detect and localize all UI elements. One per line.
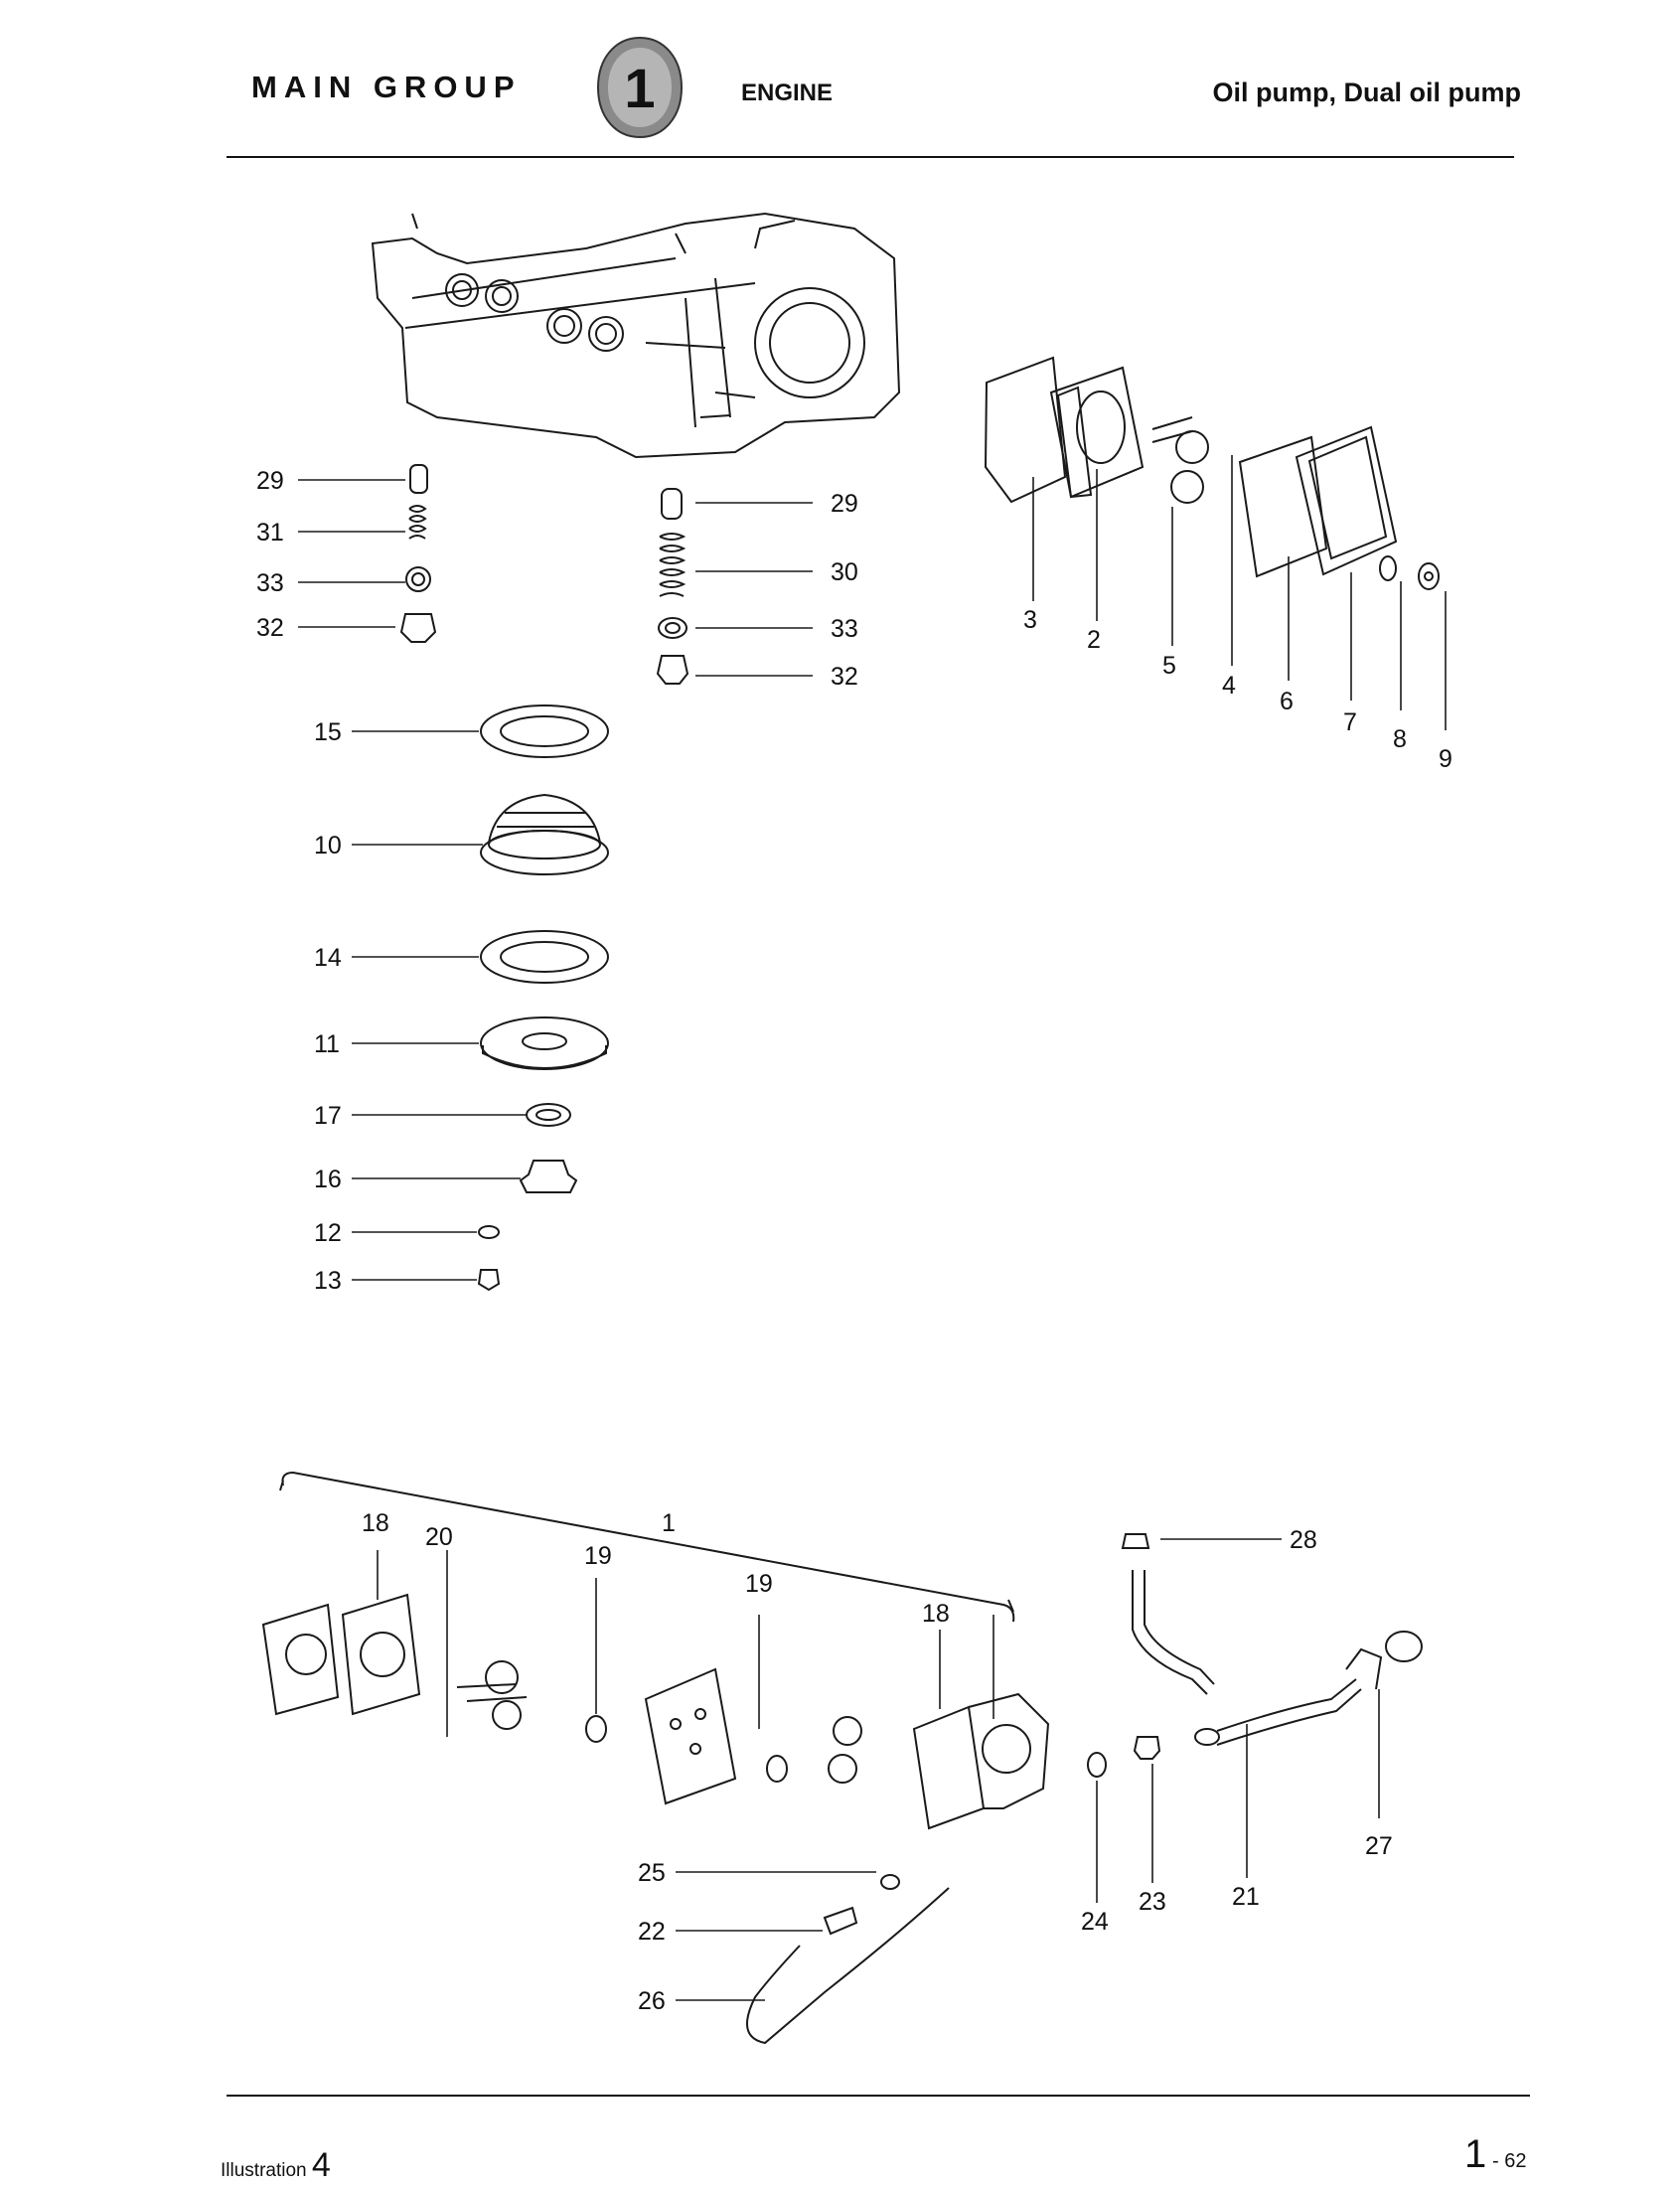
callout-6: 6 [1280,688,1294,715]
callout-31: 31 [256,519,284,547]
single-pump-parts [984,356,1440,590]
callout-22: 22 [638,1918,666,1946]
section-title: Oil pump, Dual oil pump [1212,78,1522,107]
oil-strainer-parts [477,704,609,1292]
callout-7: 7 [1343,708,1357,736]
callout-25: 25 [638,1859,666,1887]
callout-4: 4 [1222,672,1236,700]
callout-17: 17 [314,1102,342,1130]
callout-29-center: 29 [831,490,858,518]
illustration-label: Illustration [221,2160,307,2181]
callout-10: 10 [314,832,342,859]
callout-8: 8 [1393,725,1407,753]
group-number-badge: 1 [596,36,684,139]
callout-33-center: 33 [831,615,858,643]
top-rule [227,156,1514,158]
page-number-major: 1 [1464,2132,1487,2176]
callout-1: 1 [662,1509,676,1537]
callout-23: 23 [1139,1888,1166,1916]
callout-29-left: 29 [256,467,284,495]
center-stack-parts [656,488,689,685]
callout-labels: 29 31 33 32 29 30 33 32 3 2 5 4 6 7 8 9 … [256,467,1452,2015]
callout-9: 9 [1439,745,1452,773]
callout-28: 28 [1290,1526,1317,1554]
callout-11: 11 [314,1030,340,1058]
main-group-label: MAIN GROUP [251,70,522,104]
callout-18-right: 18 [922,1600,950,1628]
callout-12: 12 [314,1219,342,1247]
bottom-rule [227,2095,1530,2097]
callout-14: 14 [314,944,342,972]
callout-3: 3 [1023,606,1037,634]
callout-15: 15 [314,718,342,746]
left-stack-parts [399,464,437,643]
illustration-number: 4 [311,2146,331,2184]
leader-lines [298,455,1447,2001]
callout-13: 13 [314,1267,342,1295]
callout-33-left: 33 [256,569,284,597]
engine-label: ENGINE [741,79,834,106]
callout-26: 26 [638,1987,666,2015]
callout-32-center: 32 [831,663,858,691]
callout-5: 5 [1162,652,1176,680]
callout-27: 27 [1365,1832,1393,1860]
callout-18-left: 18 [362,1509,389,1537]
group-number: 1 [624,57,655,119]
crankcase-drawing [371,212,901,459]
callout-16: 16 [314,1166,342,1193]
callout-20: 20 [425,1523,453,1551]
dual-pump-parts [261,1471,1423,2045]
callout-24: 24 [1081,1908,1109,1936]
callout-21: 21 [1232,1883,1260,1911]
callout-32-left: 32 [256,614,284,642]
callout-19-left: 19 [584,1542,612,1570]
callout-30: 30 [831,558,858,586]
callout-2: 2 [1087,626,1101,654]
illustration-caption: Illustration 4 [221,2146,331,2185]
callout-19-right: 19 [745,1570,773,1598]
page-number-minor: - 62 [1492,2150,1527,2172]
